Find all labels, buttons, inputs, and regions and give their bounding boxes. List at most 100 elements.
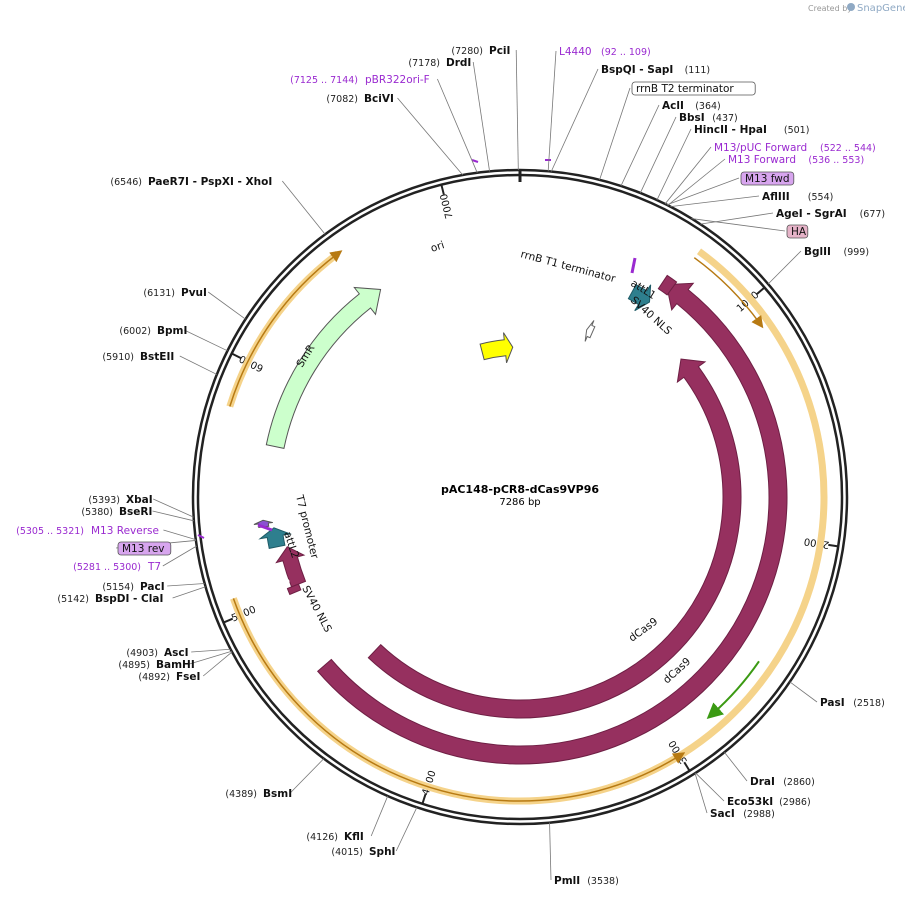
feature-labels: ori SmR rrnB T1 terminator attL1 SV40 NL… (272, 239, 694, 686)
site-position: (501) (784, 125, 810, 136)
site-position: (554) (808, 192, 834, 203)
leader-line (639, 116, 677, 194)
primer-label: T7 (147, 561, 161, 573)
leader-line (172, 586, 206, 599)
feature-box (117, 541, 172, 556)
leader-line (184, 329, 228, 352)
tick-mark (756, 286, 766, 295)
snapgene-credit: Created by SnapGene (808, 3, 905, 14)
backbone (191, 168, 849, 826)
leader-line (167, 583, 205, 587)
site-label: AflIII (762, 191, 790, 203)
site-label: SphI (369, 846, 395, 858)
feature-box (631, 81, 756, 96)
site-position: (3538) (587, 876, 619, 887)
rrnb-t1-label: rrnB T1 terminator (519, 248, 617, 285)
snapgene-logo-icon (847, 3, 855, 11)
leader-line (789, 681, 818, 703)
leader-line (694, 773, 708, 814)
pbr322ori-f-mark (471, 159, 479, 163)
leader-line (550, 68, 599, 172)
leader-line (189, 650, 232, 665)
boxed-feature-label: HA (791, 226, 807, 238)
tick-mark (828, 543, 839, 548)
orange-track-left (229, 250, 343, 407)
site-label: BsmI (263, 788, 292, 800)
primer-label: M13 Forward (728, 154, 796, 166)
leader-line (202, 651, 233, 677)
green-track (706, 660, 760, 720)
leader-line (547, 50, 557, 172)
site-position: (5142) (57, 594, 89, 605)
leader-line (191, 648, 231, 653)
primer-position: (536 .. 553) (808, 155, 864, 166)
primer-label: pBR322ori-F (365, 74, 430, 86)
attl2-arrow[interactable] (258, 527, 293, 550)
site-label: SacI (710, 808, 735, 820)
site-label: FseI (176, 671, 200, 683)
site-position: (7178) (408, 58, 440, 69)
leader-line (163, 529, 196, 540)
site-label: PasI (820, 697, 845, 709)
site-position: (4015) (331, 847, 363, 858)
attl1-arrow[interactable] (627, 283, 652, 312)
sv40-nls-bottom-block[interactable] (286, 583, 302, 596)
dcas9-outer-arrow[interactable] (316, 282, 788, 765)
site-label: KflI (344, 831, 364, 843)
leader-line (724, 751, 748, 782)
leader-line (179, 355, 218, 375)
tick-mark (231, 352, 242, 359)
site-label: AclI (662, 100, 684, 112)
site-position: (2860) (783, 777, 815, 788)
primer-label: M13/pUC Forward (714, 142, 807, 154)
leader-line (549, 822, 552, 881)
leader-line (437, 78, 478, 173)
leader-line (667, 158, 726, 206)
site-position: (4895) (118, 660, 150, 671)
ori-arrow[interactable] (479, 332, 514, 364)
leader-line (370, 795, 389, 837)
site-position: (7082) (326, 94, 358, 105)
site-position: (2986) (779, 797, 811, 808)
dcas9-inner-arrow[interactable] (367, 358, 742, 719)
sv40-nls-top-block[interactable] (657, 274, 678, 296)
site-position: (6546) (110, 177, 142, 188)
smr-arrow[interactable] (265, 286, 382, 449)
rrnb-t1-terminator-arrow[interactable] (584, 320, 596, 342)
leader-line (515, 49, 519, 171)
site-label: BciVI (364, 93, 394, 105)
tick-mark (683, 761, 691, 772)
plasmid-length: 7286 bp (499, 497, 540, 508)
primer-mark-top (630, 257, 637, 274)
leader-line (691, 218, 786, 232)
plasmid-title: pAC148-pCR8-dCas9VP96 7286 bp (441, 483, 599, 508)
site-position: (7280) (451, 46, 483, 57)
site-label: DrdI (446, 57, 471, 69)
primer-mark-left (257, 523, 273, 532)
site-position: (5380) (81, 507, 113, 518)
leader-line (767, 250, 802, 285)
site-position: (437) (712, 113, 738, 124)
credit-prefix: Created by (808, 4, 852, 13)
site-label: HincII - HpaI (694, 124, 767, 136)
site-position: (2518) (853, 698, 885, 709)
vp96-arrow[interactable] (275, 546, 307, 588)
site-label: DraI (750, 776, 775, 788)
primer-position: (5305 .. 5321) (16, 526, 84, 537)
leader-line (289, 758, 325, 794)
boxed-feature-label: M13 fwd (745, 173, 790, 185)
site-position: (5910) (102, 352, 134, 363)
orange-track-right (693, 257, 764, 329)
credit-brand: SnapGene (857, 3, 905, 14)
tick-mark (440, 184, 445, 195)
site-label: BseRI (119, 506, 152, 518)
site-position: (111) (685, 65, 711, 76)
site-label: AgeI - SgrAI (776, 208, 847, 220)
site-position: (4389) (225, 789, 257, 800)
ori-label: ori (429, 239, 446, 255)
site-label: BspDI - ClaI (95, 593, 163, 605)
site-label: PvuI (181, 287, 207, 299)
site-label: AscI (164, 647, 189, 659)
leader-line (207, 291, 246, 320)
